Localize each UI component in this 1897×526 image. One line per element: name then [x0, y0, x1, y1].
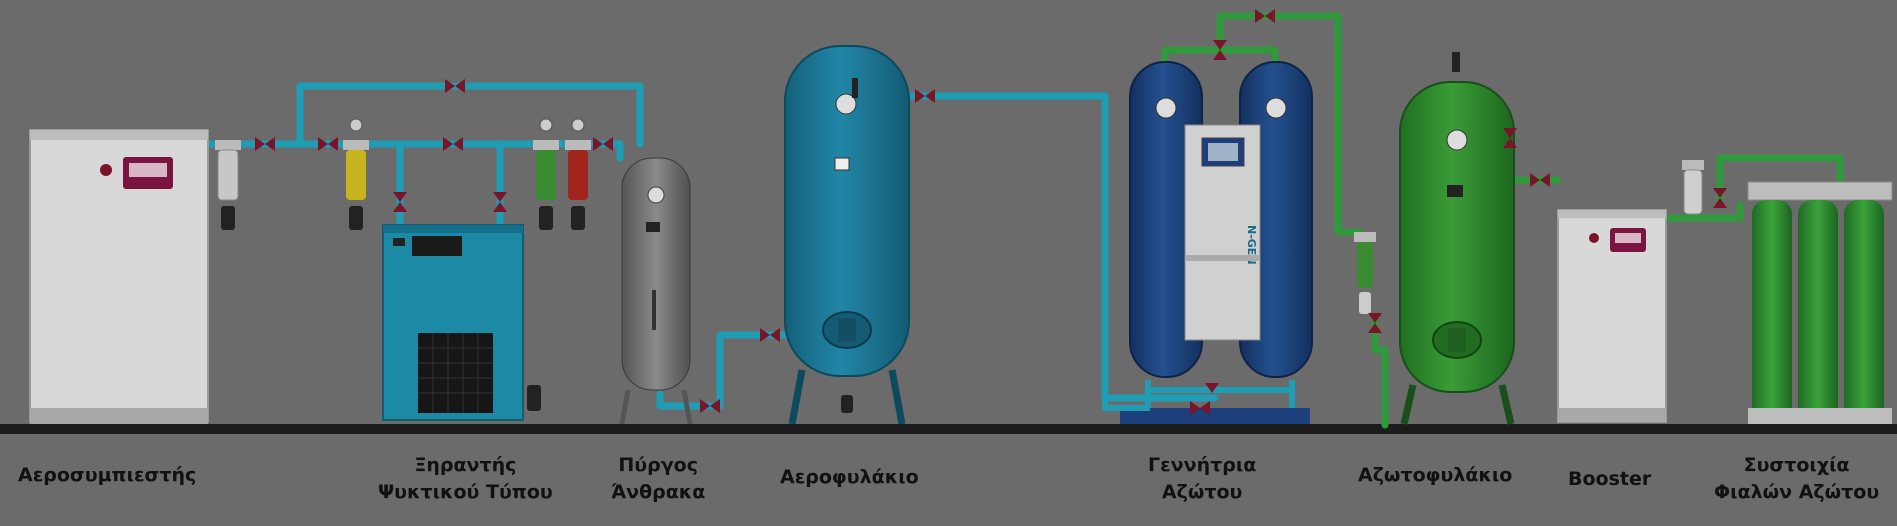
inline-filter — [215, 140, 241, 230]
label-dryer-line1: Ξηραντής — [414, 454, 517, 476]
booster-unit — [1557, 209, 1667, 423]
label-dryer-line2: Ψυκτικού Τύπου — [378, 481, 553, 503]
nitrogen-generator: N-GEN — [1102, 61, 1313, 424]
valves — [255, 9, 1727, 415]
label-nitrogen-receiver-text: Αζωτοφυλάκιο — [1358, 464, 1513, 486]
label-booster: Booster — [1568, 466, 1651, 493]
label-generator-line1: Γεννήτρια — [1148, 454, 1257, 476]
label-generator: Γεννήτρια Αζώτου — [1148, 452, 1256, 506]
nitrogen-filter — [1354, 232, 1376, 314]
air-receiver-tank — [784, 45, 910, 425]
label-nitrogen-receiver: Αζωτοφυλάκιο — [1358, 462, 1512, 489]
filter-green — [533, 118, 559, 230]
label-cylinder-bank: Συστοιχία Φιαλών Αζώτου — [1714, 452, 1879, 506]
cylinder-bank — [1747, 181, 1893, 424]
label-compressor-text: Αεροσυμπιεστής — [18, 464, 197, 486]
nitrogen-receiver-tank — [1399, 52, 1515, 425]
floor-line — [0, 424, 1897, 434]
label-bank-line2: Φιαλών Αζώτου — [1714, 481, 1880, 503]
carbon-tower — [619, 157, 693, 425]
label-carbon-line2: Άνθρακα — [611, 481, 706, 503]
label-carbon-tower: Πύργος Άνθρακα — [611, 452, 705, 506]
label-compressor: Αεροσυμπιεστής — [18, 462, 196, 489]
label-booster-text: Booster — [1568, 468, 1652, 490]
generator-badge: N-GEN — [1245, 225, 1258, 265]
booster-filter — [1682, 160, 1704, 215]
filter-red — [565, 118, 591, 230]
label-air-receiver: Αεροφυλάκιο — [780, 464, 919, 491]
air-compressor — [29, 129, 209, 424]
label-carbon-line1: Πύργος — [618, 454, 698, 476]
filter-yellow — [343, 118, 369, 230]
refrigeration-dryer — [382, 224, 541, 421]
label-generator-line2: Αζώτου — [1161, 481, 1243, 503]
label-air-receiver-text: Αεροφυλάκιο — [780, 466, 919, 488]
label-dryer: Ξηραντής Ψυκτικού Τύπου — [378, 452, 553, 506]
air-piping — [206, 82, 1219, 410]
label-bank-line1: Συστοιχία — [1743, 454, 1850, 476]
